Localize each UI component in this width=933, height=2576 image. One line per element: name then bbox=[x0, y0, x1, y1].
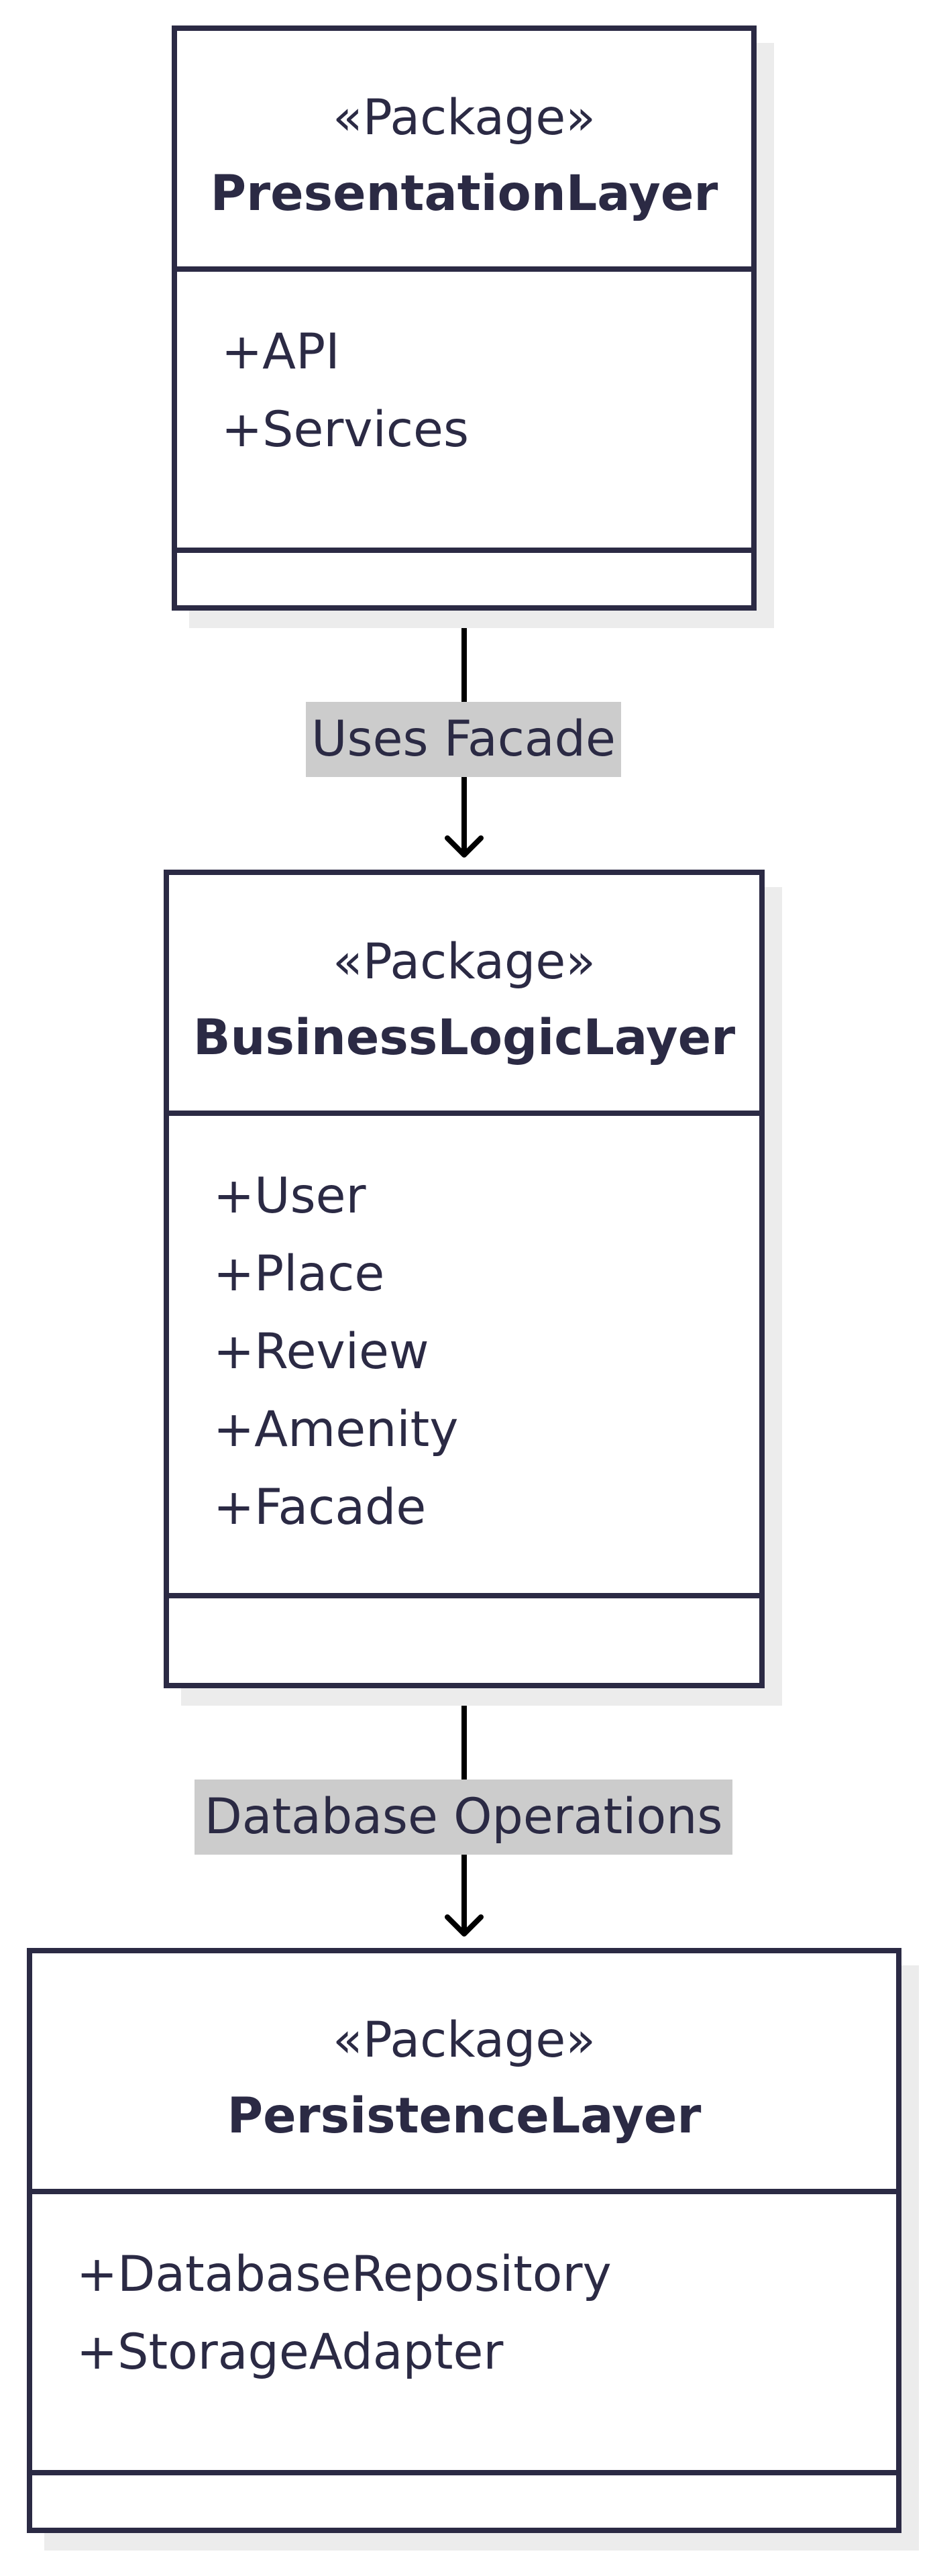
attribute: +User bbox=[213, 1168, 366, 1225]
attribute: +Amenity bbox=[213, 1401, 459, 1458]
package-attributes: +DatabaseRepository +StorageAdapter bbox=[32, 2194, 896, 2475]
package-header: «Package» PresentationLayer bbox=[177, 31, 751, 272]
attribute: +Services bbox=[221, 401, 469, 458]
attribute: +StorageAdapter bbox=[76, 2324, 504, 2381]
package-header: «Package» BusinessLogicLayer bbox=[169, 875, 759, 1116]
package-presentation-layer: «Package» PresentationLayer +API +Servic… bbox=[172, 25, 757, 611]
edge-database-operations-arrowhead bbox=[445, 1914, 484, 1937]
package-business-logic-layer: «Package» BusinessLogicLayer +User +Plac… bbox=[164, 870, 765, 1688]
package-attributes: +API +Services bbox=[177, 272, 751, 553]
package-name: PersistenceLayer bbox=[227, 2088, 702, 2145]
attribute: +Place bbox=[213, 1245, 385, 1302]
package-header: «Package» PersistenceLayer bbox=[32, 1953, 896, 2194]
attribute: +Facade bbox=[213, 1479, 427, 1536]
package-name: BusinessLogicLayer bbox=[193, 1009, 736, 1066]
attribute: +Review bbox=[213, 1323, 429, 1380]
attribute: +API bbox=[221, 323, 340, 380]
package-stereotype: «Package» bbox=[333, 2012, 596, 2069]
edge-label-database-operations: Database Operations bbox=[195, 1780, 732, 1855]
package-persistence-layer: «Package» PersistenceLayer +DatabaseRepo… bbox=[27, 1948, 901, 2533]
edge-uses-facade-arrowhead bbox=[445, 835, 484, 858]
package-name: PresentationLayer bbox=[210, 165, 718, 222]
package-stereotype: «Package» bbox=[333, 933, 596, 990]
package-attributes: +User +Place +Review +Amenity +Facade bbox=[169, 1116, 759, 1598]
package-stereotype: «Package» bbox=[333, 89, 596, 146]
edge-label-uses-facade: Uses Facade bbox=[306, 702, 621, 777]
attribute: +DatabaseRepository bbox=[76, 2246, 612, 2303]
